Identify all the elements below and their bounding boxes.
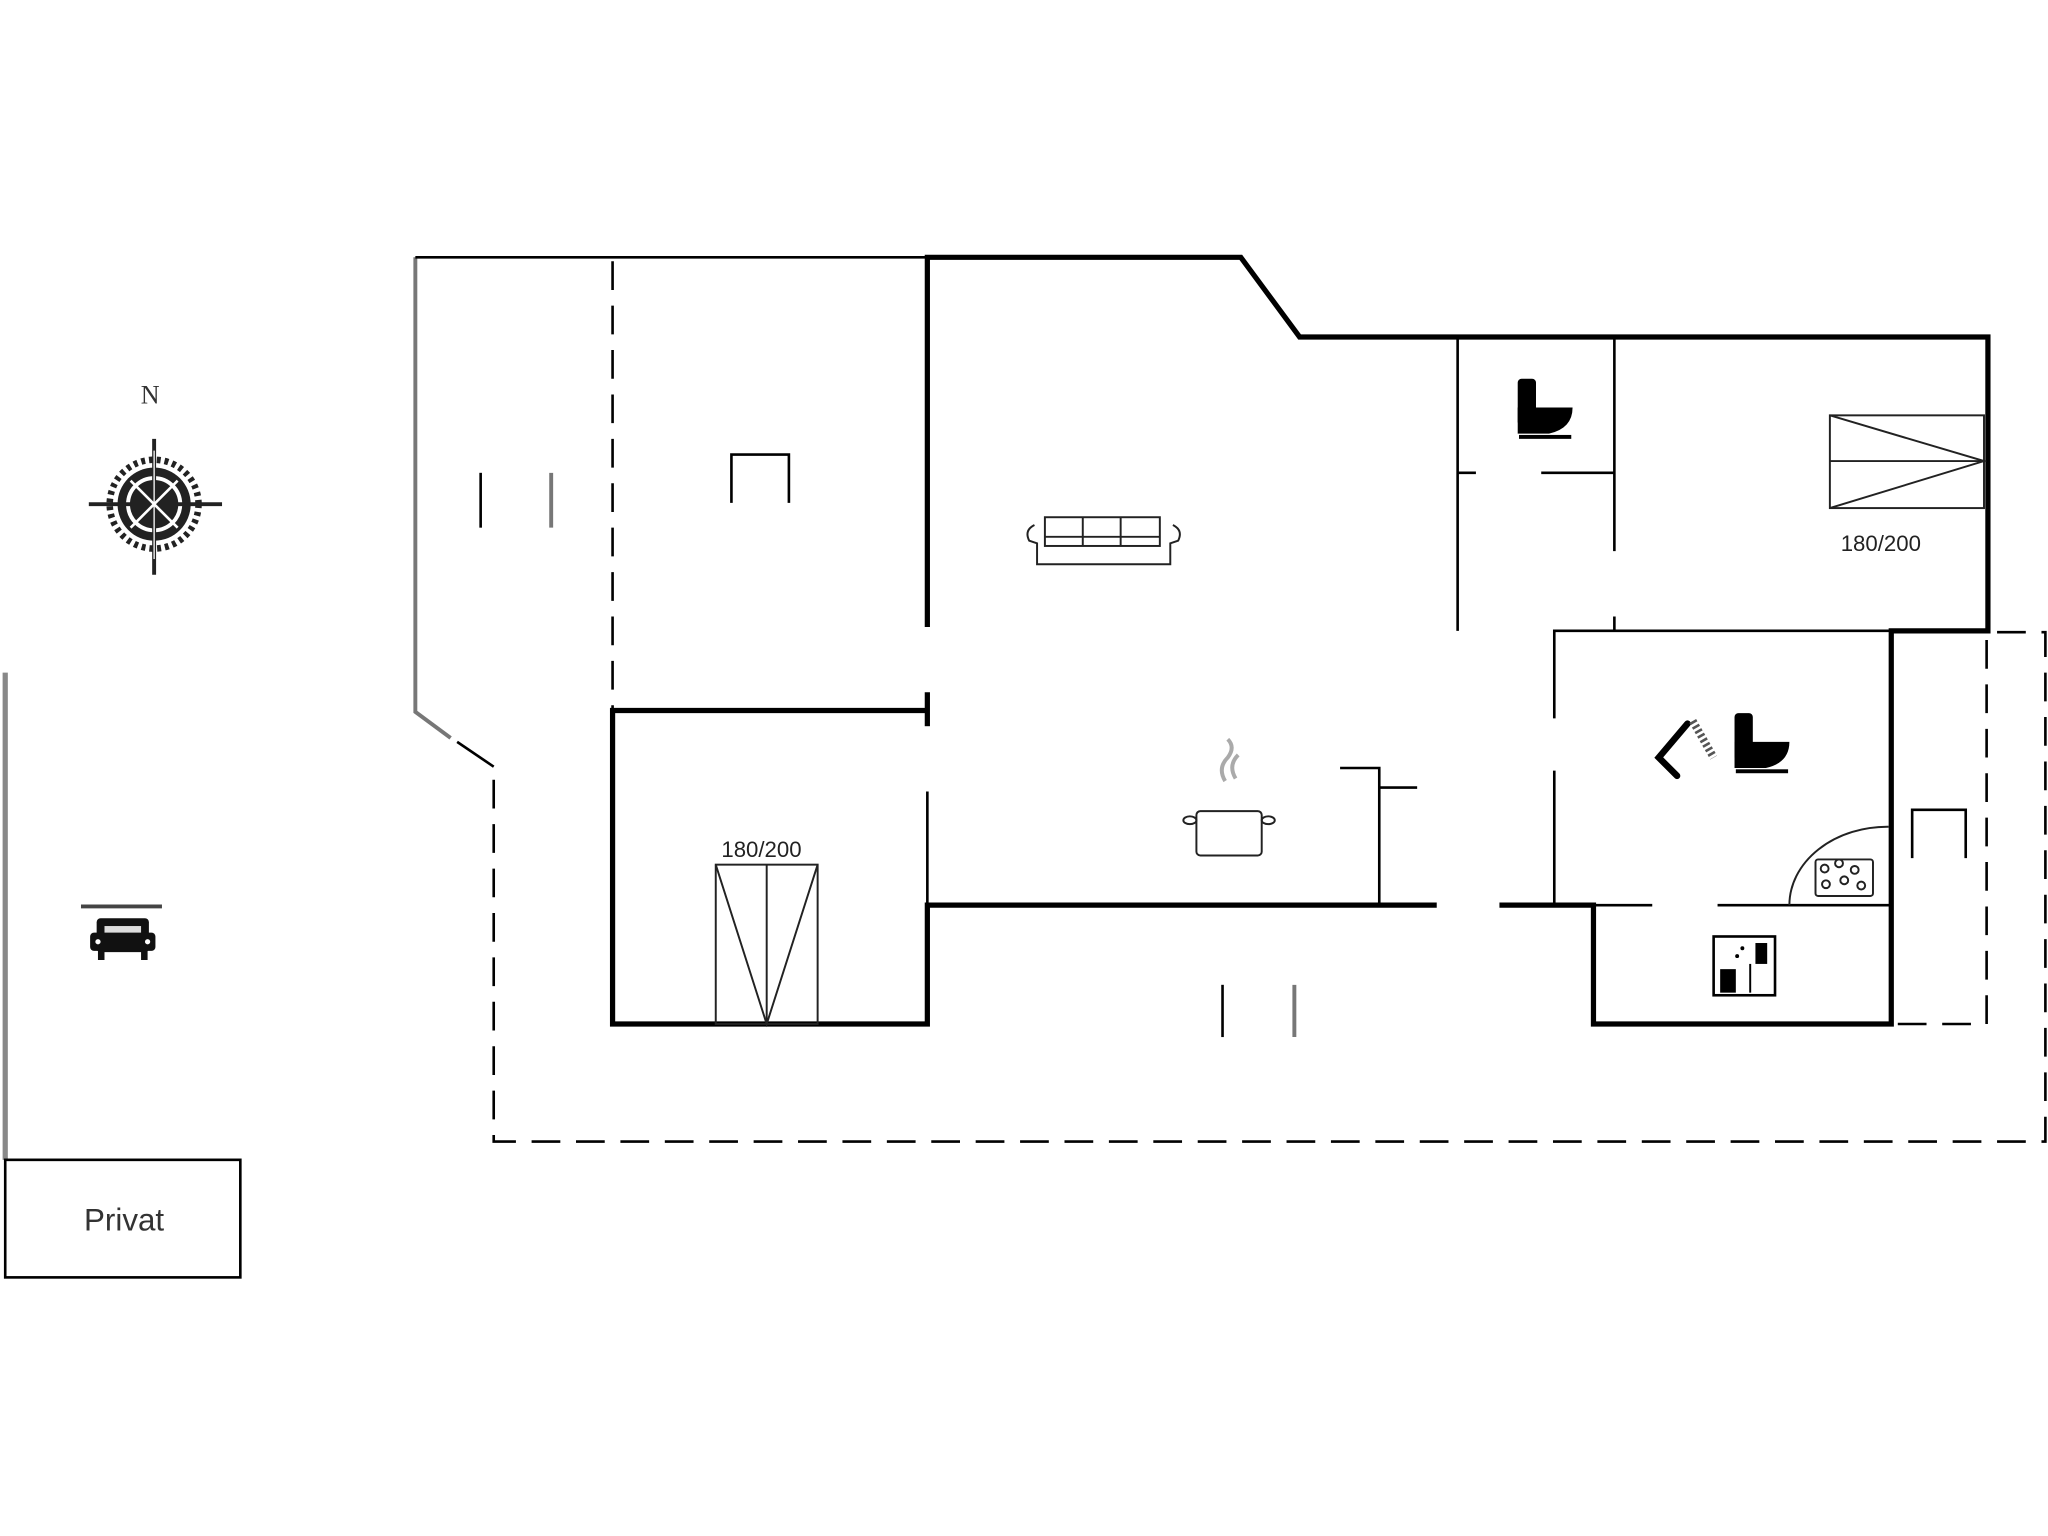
whirlpool-bath-icon <box>1788 825 1889 906</box>
north-label: N <box>141 381 160 410</box>
interior-walls <box>1221 336 1968 1038</box>
sauna-icon <box>1712 935 1777 997</box>
annex-dashed-outline <box>1893 640 1988 1026</box>
terrace-outline <box>413 255 928 768</box>
private-area: Privat <box>3 1158 242 1279</box>
cooking-pot-icon <box>1182 737 1276 857</box>
compass-rose-icon: N <box>88 381 223 575</box>
sofa-icon <box>1026 516 1181 566</box>
car-parking-icon <box>80 904 162 960</box>
bed-size-label: 180/200 <box>721 837 801 862</box>
double-bed-icon <box>1828 414 1988 510</box>
bed-size-label: 180/200 <box>1841 531 1921 556</box>
toilet-icon <box>1734 713 1790 774</box>
shower-icon <box>1654 719 1718 780</box>
double-bed-icon <box>714 863 819 1028</box>
exterior-walls <box>609 254 1991 1027</box>
toilet-icon <box>1517 378 1573 439</box>
private-area-label: Privat <box>84 1202 164 1237</box>
terrace-dashed-outline <box>492 630 2047 1143</box>
